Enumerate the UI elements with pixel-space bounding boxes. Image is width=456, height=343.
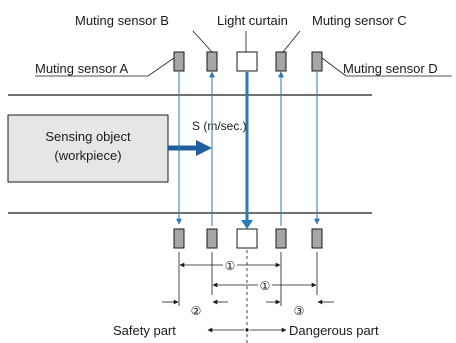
- light-curtain-bottom: [236, 228, 258, 249]
- sensor-c-bottom: [275, 228, 287, 249]
- label-safety-part: Safety part: [113, 323, 176, 338]
- label-muting-sensor-a: Muting sensor A: [35, 61, 129, 76]
- sensor-d-bottom: [311, 228, 323, 249]
- dimension-1-ac-mask: [223, 258, 237, 272]
- label-dangerous-part: Dangerous part: [289, 323, 379, 338]
- dimension-2-label: ②: [191, 304, 202, 318]
- dimension-1-bd-mask: [258, 278, 272, 292]
- curtain-center-dot: [245, 328, 249, 332]
- speed-label: S (m/sec.): [192, 119, 247, 133]
- dimension-1-bd-label: ①: [260, 279, 271, 293]
- sensing-object-box: [7, 114, 169, 183]
- leader-lines: [35, 30, 452, 77]
- label-light-curtain: Light curtain: [217, 13, 288, 28]
- light-curtain-top: [236, 51, 258, 72]
- dimension-3-label: ③: [294, 304, 305, 318]
- speed-arrow-head: [196, 140, 212, 156]
- sensor-b-top: [206, 51, 218, 72]
- sensor-a-top: [173, 51, 185, 72]
- sensor-c-top: [275, 51, 287, 72]
- beam-light-curtain-head: [241, 220, 253, 229]
- label-muting-sensor-d: Muting sensor D: [343, 61, 438, 76]
- sensing-object-label-line1: Sensing object: [45, 129, 131, 144]
- dimension-1-ac-label: ①: [225, 259, 236, 273]
- extension-lines: [178, 252, 318, 306]
- label-muting-sensor-c: Muting sensor C: [312, 13, 407, 28]
- sensor-d-top: [311, 51, 323, 72]
- sensing-object-label-line2: (workpiece): [54, 148, 121, 163]
- sensor-b-bottom: [206, 228, 218, 249]
- label-muting-sensor-b: Muting sensor B: [75, 13, 169, 28]
- sensor-a-bottom: [173, 228, 185, 249]
